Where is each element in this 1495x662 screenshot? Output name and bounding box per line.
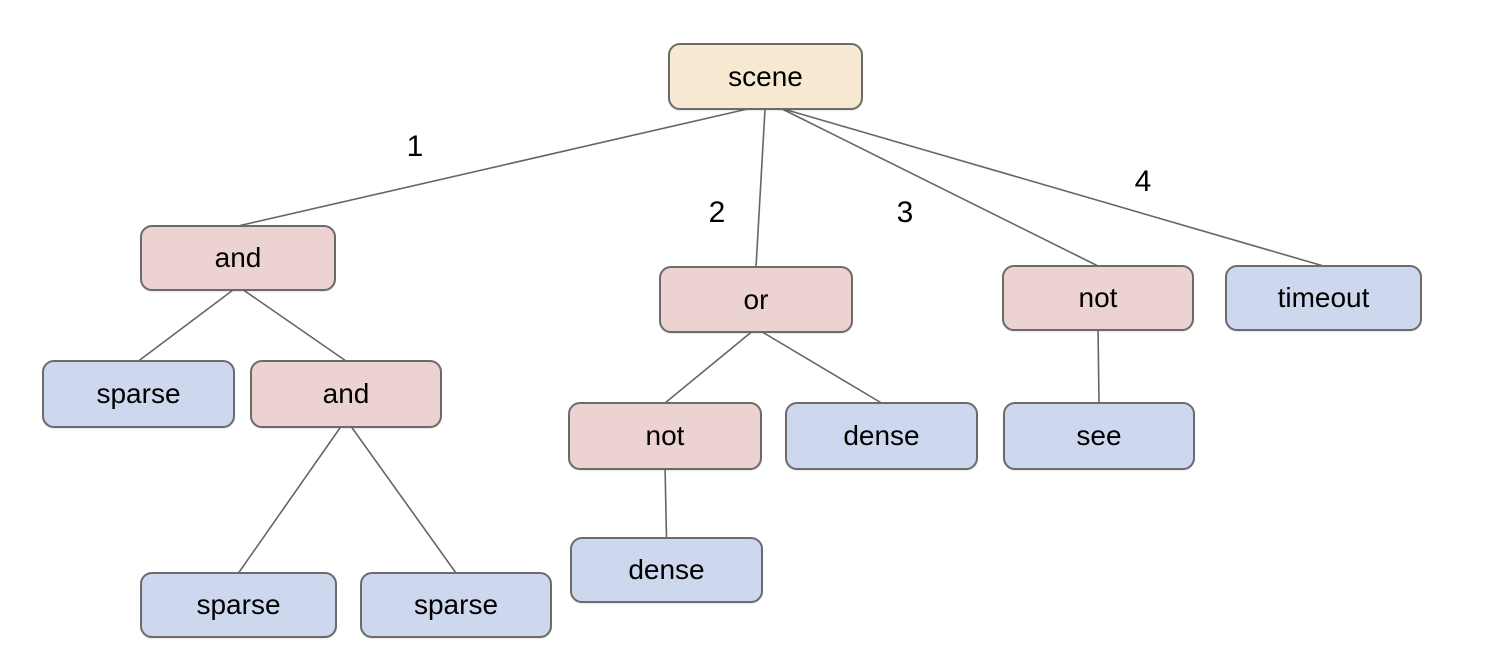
- node-label: sparse: [413, 589, 499, 620]
- edge-label-2: 2: [708, 196, 726, 229]
- edge-or1-not2: [664, 331, 752, 404]
- node-label: see: [1076, 420, 1122, 451]
- node-dense1[interactable]: dense: [785, 402, 978, 470]
- node-dense2[interactable]: dense: [570, 537, 763, 603]
- edge-or1-dense1: [761, 331, 882, 404]
- node-label: dense: [843, 420, 920, 451]
- node-timeout[interactable]: timeout: [1225, 265, 1422, 331]
- node-label: scene: [728, 60, 803, 92]
- edge-and1-sparse1: [138, 289, 234, 362]
- edge-label-3: 3: [896, 196, 914, 229]
- node-and2[interactable]: and: [250, 360, 442, 428]
- node-label: sparse: [196, 589, 281, 620]
- node-label: and: [214, 242, 262, 273]
- node-scene[interactable]: scene: [668, 43, 863, 110]
- node-and1[interactable]: and: [140, 225, 336, 291]
- node-label: timeout: [1277, 282, 1370, 313]
- node-label: dense: [628, 554, 705, 585]
- node-or1[interactable]: or: [659, 266, 853, 333]
- node-label: sparse: [96, 378, 181, 409]
- node-sparse1[interactable]: sparse: [42, 360, 235, 428]
- edge-scene-or1: [755, 108, 766, 268]
- edge-not2-dense2: [664, 468, 668, 539]
- node-label: not: [645, 420, 685, 451]
- node-label: or: [743, 283, 769, 315]
- edge-scene-timeout: [783, 108, 1324, 267]
- edge-and2-sparse2: [237, 426, 342, 574]
- edge-scene-not1: [781, 108, 1099, 267]
- edge-label-4: 4: [1134, 165, 1152, 198]
- node-see[interactable]: see: [1003, 402, 1195, 470]
- node-sparse2[interactable]: sparse: [140, 572, 337, 638]
- node-label: not: [1078, 282, 1118, 313]
- node-not2[interactable]: not: [568, 402, 762, 470]
- edge-scene-and1: [237, 108, 748, 227]
- node-label: and: [322, 378, 370, 409]
- edge-and1-and2: [242, 289, 347, 362]
- edge-label-1: 1: [406, 130, 424, 163]
- edge-not1-see: [1097, 329, 1100, 404]
- edge-and2-sparse3: [350, 426, 457, 574]
- node-sparse3[interactable]: sparse: [360, 572, 552, 638]
- node-not1[interactable]: not: [1002, 265, 1194, 331]
